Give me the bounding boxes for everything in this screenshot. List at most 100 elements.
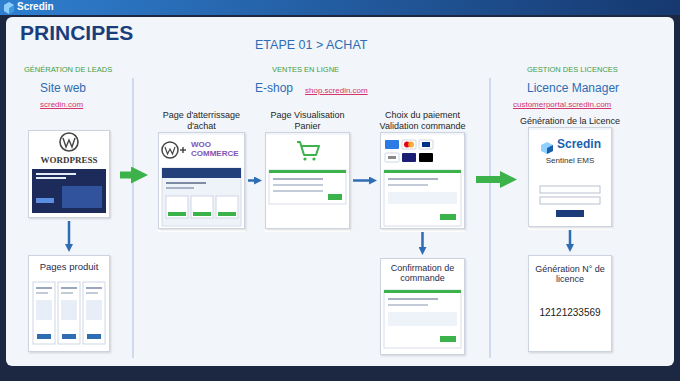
- cart-screenshot: [273, 178, 323, 180]
- node-heading: Génération de la Licence: [510, 116, 630, 127]
- licence-portal-screenshot: [556, 210, 584, 217]
- product-page-thumbnails: [61, 300, 77, 320]
- confirmation-box: Confirmation de commande: [380, 258, 465, 355]
- cart-page-box: Page Visualisation Panier: [265, 110, 350, 229]
- column-separator: [132, 78, 133, 358]
- box-frame: Pages produit: [28, 255, 110, 352]
- payment-screenshot: [419, 153, 433, 162]
- wordpress-screenshot: [36, 173, 76, 175]
- product-page-thumbnails: [33, 282, 55, 344]
- url-link: scredin.com: [40, 100, 83, 109]
- box-frame: ScredinSentinel EMS: [528, 127, 612, 227]
- payment-screenshot: [388, 192, 457, 204]
- confirmation-screenshot: [384, 290, 461, 293]
- column-separator: [489, 78, 490, 358]
- url-link: shop.scredin.com: [305, 86, 368, 95]
- node-heading: Choix du paiement Validation commande: [375, 110, 470, 132]
- node-text: Pages produit: [37, 262, 102, 273]
- slide-panel: [6, 17, 674, 366]
- logo-icon: [9, 5, 14, 14]
- brand-logo-text: Scredin: [17, 1, 54, 13]
- cart-screenshot: [269, 142, 346, 204]
- confirmation-screenshot: [440, 336, 456, 342]
- box-ground: [380, 258, 465, 355]
- payment-screenshot: [419, 140, 433, 149]
- confirmation-screenshot: [388, 304, 428, 306]
- product-page-thumbnails: [83, 282, 105, 344]
- confirmation-screenshot: [384, 290, 461, 348]
- landing-page-screenshot: [216, 196, 238, 218]
- section-label: GESTION DES LICENCES: [527, 66, 618, 75]
- box-ground: [528, 130, 612, 230]
- product-page-thumbnails: [61, 292, 73, 294]
- payment-screenshot: [440, 214, 456, 220]
- landing-page-screenshot: [162, 168, 241, 178]
- slide-title: PRINCIPES: [20, 21, 133, 45]
- box-frame: WORDPRESS: [28, 130, 110, 218]
- step-arrow: [569, 230, 572, 246]
- landing-page-screenshot: [165, 147, 175, 154]
- product-page-thumbnails: [61, 287, 77, 289]
- product-page-thumbnails: [86, 300, 102, 320]
- box-ground: [158, 135, 245, 232]
- landing-page-screenshot: [166, 196, 188, 218]
- payment-screenshot: [422, 142, 430, 147]
- flow-arrow: [120, 172, 136, 179]
- product-page-thumbnails: [36, 292, 48, 294]
- node-text: Confirmation de commande: [381, 263, 464, 284]
- cart-screenshot: [312, 157, 315, 160]
- payment-screenshot: [408, 142, 414, 148]
- confirmation-screenshot: [388, 298, 438, 300]
- landing-page-box: Page d'atterrissage d'achatWOO COMMERCE: [158, 110, 245, 229]
- wordpress-screenshot: [32, 133, 106, 213]
- step-arrow: [353, 179, 371, 182]
- box-ground: [380, 135, 465, 232]
- cart-screenshot: [269, 170, 346, 173]
- product-page-thumbnails: [87, 334, 101, 339]
- landing-page-screenshot: [182, 147, 183, 153]
- section-label: VENTES EN LIGNE: [272, 66, 339, 75]
- payment-screenshot: [384, 170, 461, 226]
- node-heading: Page Visualisation Panier: [260, 110, 355, 132]
- logo-icon: [4, 2, 14, 14]
- licence-portal-screenshot: [540, 186, 600, 193]
- wordpress-screenshot: [60, 133, 78, 151]
- box-ground: [28, 255, 110, 352]
- cart-screenshot: [328, 194, 342, 200]
- cart-screenshot: [303, 157, 306, 160]
- node-text: Génération N° de licence: [529, 264, 611, 285]
- licence-number-box: Génération N° de licence12121233569: [528, 255, 612, 352]
- node-heading: Page d'atterrissage d'achat: [153, 110, 250, 132]
- column-separator: [133, 78, 490, 358]
- payment-screenshot: [384, 170, 461, 173]
- product-page-thumbnails: [36, 300, 52, 320]
- landing-page-screenshot: [166, 187, 194, 189]
- step-arrow: [421, 232, 424, 249]
- payment-screenshot: [384, 140, 461, 226]
- licence-portal-screenshot: [547, 145, 553, 154]
- cart-screenshot: [273, 190, 323, 192]
- licence-portal-screenshot: [541, 142, 553, 154]
- wordpress-screenshot: [36, 198, 54, 203]
- node-text: WORDPRESS: [37, 155, 100, 165]
- payment-screenshot: [385, 140, 399, 149]
- column-heading: Site web: [40, 82, 86, 96]
- box-ground: [28, 130, 612, 355]
- payment-screenshot: [402, 153, 416, 162]
- licence-portal-screenshot: [540, 197, 600, 204]
- product-page-thumbnails: [36, 287, 52, 289]
- step-title: ETAPE 01 > ACHAT: [255, 38, 367, 52]
- landing-page-screenshot: [166, 182, 206, 184]
- step-arrow: [68, 221, 71, 246]
- wordpress-screenshot: [32, 169, 106, 213]
- node-text: Scredin: [529, 138, 611, 152]
- payment-screenshot: [388, 184, 428, 186]
- product-page-thumbnails: [86, 287, 102, 289]
- landing-page-screenshot: [218, 212, 236, 216]
